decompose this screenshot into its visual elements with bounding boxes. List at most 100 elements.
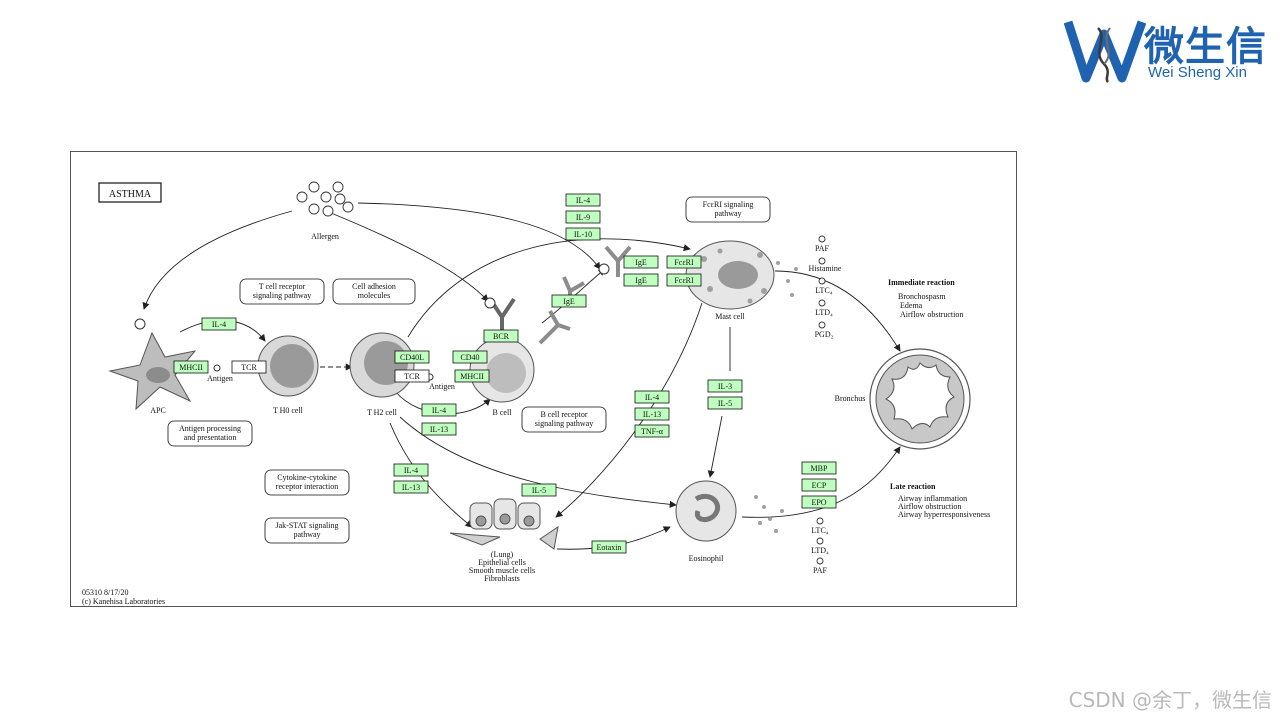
apc-antigen-particle bbox=[134, 318, 146, 330]
pathway-jakstat-line-0: Jak-STAT signaling bbox=[276, 521, 339, 530]
gene-il5-mast[interactable]: IL-5 bbox=[707, 396, 743, 410]
brand-logo: 微生信 Wei Sheng Xin bbox=[1063, 12, 1274, 84]
gene-il4-apc[interactable]: IL-4 bbox=[201, 317, 237, 331]
pathway-cytokine-line-0: Cytokine-cytokine bbox=[277, 473, 337, 482]
gene-mhcii-b[interactable]: MHCII bbox=[454, 369, 490, 383]
gene-ige-1-label: IgE bbox=[635, 258, 647, 267]
antigen-marker-1 bbox=[213, 364, 221, 372]
edge-th2-mast bbox=[407, 238, 691, 338]
gene-fceri-2-label: FcεRI bbox=[674, 276, 694, 285]
gene-epo[interactable]: EPO bbox=[801, 495, 837, 509]
gene-il4-top[interactable]: IL-4 bbox=[565, 193, 601, 207]
edge-mast-eos bbox=[710, 327, 731, 477]
pathway-adhesion[interactable]: Cell adhesion molecules bbox=[332, 278, 416, 305]
gene-ige-free-label: IgE bbox=[563, 297, 575, 306]
gene-il13-low-label: IL-13 bbox=[402, 483, 420, 492]
gene-il10-top[interactable]: IL-10 bbox=[565, 227, 601, 241]
allergen-label: Allergen bbox=[311, 232, 339, 241]
gene-ecp-label: ECP bbox=[812, 481, 827, 490]
pathway-cytokine-line-1: receptor interaction bbox=[276, 482, 338, 491]
bcell-antigen-particle bbox=[484, 297, 496, 309]
gene-il13-low[interactable]: IL-13 bbox=[393, 480, 429, 494]
diagram-title-box bbox=[98, 182, 162, 203]
gene-ecp[interactable]: ECP bbox=[801, 478, 837, 492]
gene-tcr-th0[interactable]: TCR bbox=[231, 360, 267, 374]
ige-allergen-particle bbox=[598, 263, 610, 275]
edge-th2-eos bbox=[399, 416, 677, 508]
antigen-label-2: Antigen bbox=[429, 382, 455, 391]
gene-il4-low[interactable]: IL-4 bbox=[393, 463, 429, 477]
gene-il9-top[interactable]: IL-9 bbox=[565, 210, 601, 224]
gene-eotaxin[interactable]: Eotaxin bbox=[591, 540, 627, 554]
gene-il13-b[interactable]: IL-13 bbox=[421, 422, 457, 436]
pathway-jakstat[interactable]: Jak-STAT signaling pathway bbox=[264, 517, 350, 544]
eos-mediator-markers bbox=[816, 517, 824, 565]
pathway-tcr[interactable]: T cell receptor signaling pathway bbox=[239, 278, 325, 305]
pathway-antigen-line-1: and presentation bbox=[184, 433, 237, 442]
gene-il5-low[interactable]: IL-5 bbox=[521, 483, 557, 497]
eosinophil-nucleus bbox=[694, 493, 720, 522]
edge-mast-lung bbox=[555, 302, 703, 518]
gene-ige-1[interactable]: IgE bbox=[623, 255, 659, 269]
gene-mhcii-apc-label: MHCII bbox=[179, 363, 203, 372]
gene-fceri-1[interactable]: FcεRI bbox=[666, 255, 702, 269]
lung-cells-icon bbox=[449, 498, 559, 550]
bcell-label: B cell bbox=[493, 408, 513, 417]
mast-mediator-3: LTD₄ bbox=[815, 308, 833, 317]
late-item-1: Airflow obstruction bbox=[898, 502, 961, 511]
gene-tcr-th2[interactable]: TCR bbox=[394, 369, 430, 383]
eos-mediator-1: LTD₄ bbox=[811, 546, 829, 555]
gene-mhcii-apc[interactable]: MHCII bbox=[173, 360, 209, 374]
brand-name-en: Wei Sheng Xin bbox=[1148, 64, 1247, 81]
gene-tcr-th2-label: TCR bbox=[404, 372, 420, 381]
gene-il3-label: IL-3 bbox=[718, 382, 732, 391]
gene-bcr[interactable]: BCR bbox=[483, 329, 519, 343]
gene-tnfa[interactable]: TNF-α bbox=[634, 424, 670, 438]
asthma-pathway-diagram: ASTHMA Allergen APC T H0 cell Antigen T … bbox=[70, 151, 1017, 607]
gene-fceri-1-label: FcεRI bbox=[674, 258, 694, 267]
eosinophil-cell bbox=[675, 480, 737, 542]
pathway-fceri-line-1: pathway bbox=[714, 209, 741, 218]
gene-il4-top-label: IL-4 bbox=[576, 196, 590, 205]
gene-cd40[interactable]: CD40 bbox=[452, 350, 488, 364]
lung-label-1: (Lung) bbox=[491, 550, 514, 559]
mast-mediator-0: PAF bbox=[815, 244, 829, 253]
pathway-cytokine[interactable]: Cytokine-cytokine receptor interaction bbox=[264, 469, 350, 496]
eosinophil-granules bbox=[754, 495, 784, 533]
gene-ige-free[interactable]: IgE bbox=[551, 294, 587, 308]
gene-ige-2[interactable]: IgE bbox=[623, 273, 659, 287]
pathway-bcr-line-0: B cell receptor bbox=[540, 410, 587, 419]
gene-il13-mid[interactable]: IL-13 bbox=[634, 407, 670, 421]
gene-il9-top-label: IL-9 bbox=[576, 213, 590, 222]
edge-mast-bronchus bbox=[774, 270, 901, 352]
edge-eos-bronchus bbox=[741, 446, 901, 518]
gene-ige-2-label: IgE bbox=[635, 276, 647, 285]
gene-cd40l[interactable]: CD40L bbox=[394, 350, 430, 364]
late-item-0: Airway inflammation bbox=[898, 494, 967, 503]
gene-mbp[interactable]: MBP bbox=[801, 461, 837, 475]
th0-nucleus bbox=[270, 344, 314, 388]
gene-il4-mid[interactable]: IL-4 bbox=[634, 390, 670, 404]
gene-il4-b[interactable]: IL-4 bbox=[421, 403, 457, 417]
apc-nucleus bbox=[146, 367, 170, 383]
gene-il4-apc-label: IL-4 bbox=[212, 320, 226, 329]
allergen-particles bbox=[296, 181, 354, 217]
immediate-item-0: Bronchospasm bbox=[898, 292, 946, 301]
gene-fceri-2[interactable]: FcεRI bbox=[666, 273, 702, 287]
lung-label-3: Smooth muscle cells bbox=[469, 566, 535, 575]
immediate-reaction-title: Immediate reaction bbox=[888, 278, 955, 287]
gene-il3[interactable]: IL-3 bbox=[707, 379, 743, 393]
gene-il5-low-label: IL-5 bbox=[532, 486, 546, 495]
gene-eotaxin-label: Eotaxin bbox=[597, 543, 622, 552]
gene-il5-mast-label: IL-5 bbox=[718, 399, 732, 408]
antigen-label-1: Antigen bbox=[207, 374, 233, 383]
pathway-antigen-line-0: Antigen processing bbox=[179, 424, 241, 433]
gene-epo-label: EPO bbox=[811, 498, 826, 507]
pathway-jakstat-line-1: pathway bbox=[293, 530, 320, 539]
pathway-fceri[interactable]: FcεRI signaling pathway bbox=[685, 196, 771, 223]
pathway-bcr[interactable]: B cell receptor signaling pathway bbox=[521, 406, 607, 433]
late-item-2: Airway hyperresponsiveness bbox=[898, 510, 990, 519]
edge-allergen-ige bbox=[357, 202, 601, 270]
pathway-antigen[interactable]: Antigen processing and presentation bbox=[167, 420, 253, 447]
gene-cd40-label: CD40 bbox=[460, 353, 479, 362]
